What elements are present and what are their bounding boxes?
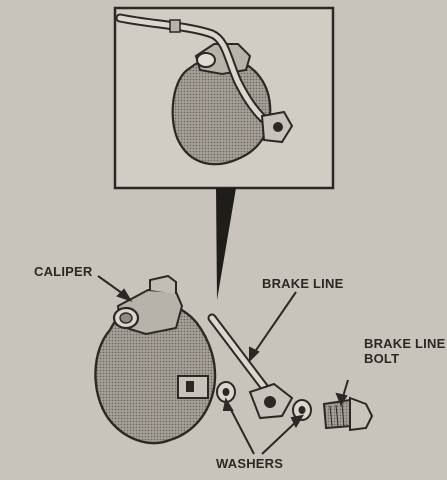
inset-brake-line — [117, 15, 273, 127]
brake-line — [207, 313, 294, 420]
caliper-ear — [149, 274, 177, 294]
bolt-head — [349, 396, 374, 432]
brake-line-bolt-label-line-1: BRAKE LINE — [364, 336, 446, 351]
caliper-label: CALIPER — [34, 264, 93, 279]
brake-line-label: BRAKE LINE — [262, 276, 344, 291]
washer-left-leader — [227, 403, 255, 455]
washer-left-leader-arrow — [222, 397, 234, 411]
brake-line-bolt-label-line-2: BOLT — [364, 351, 400, 366]
inset-caliper-bore — [196, 52, 216, 68]
washer-right-leader-arrow — [290, 414, 305, 429]
brake-line-bolt-label: BRAKE LINE BOLT — [364, 336, 445, 366]
bolt-leader-arrow — [335, 392, 348, 407]
brake-line-leader-arrow — [249, 346, 260, 363]
inset-bolt-head — [273, 122, 283, 132]
brake-line-bolt — [322, 396, 374, 432]
inset-callout-pointer — [216, 188, 236, 300]
caliper — [94, 274, 217, 445]
brake-line-fitting-hole — [264, 396, 276, 408]
caliper-bore-inner — [119, 312, 133, 324]
caliper-inlet-hole — [186, 381, 194, 392]
inset-detail-frame — [113, 6, 335, 190]
washers-label: WASHERS — [216, 456, 284, 471]
washer-right — [292, 399, 312, 421]
leader-lines — [97, 275, 349, 455]
brake-line-leader — [251, 291, 297, 357]
washer-right-leader — [261, 419, 299, 455]
caliper-leader-arrow — [116, 288, 133, 302]
inset-line-fitting — [169, 19, 181, 33]
